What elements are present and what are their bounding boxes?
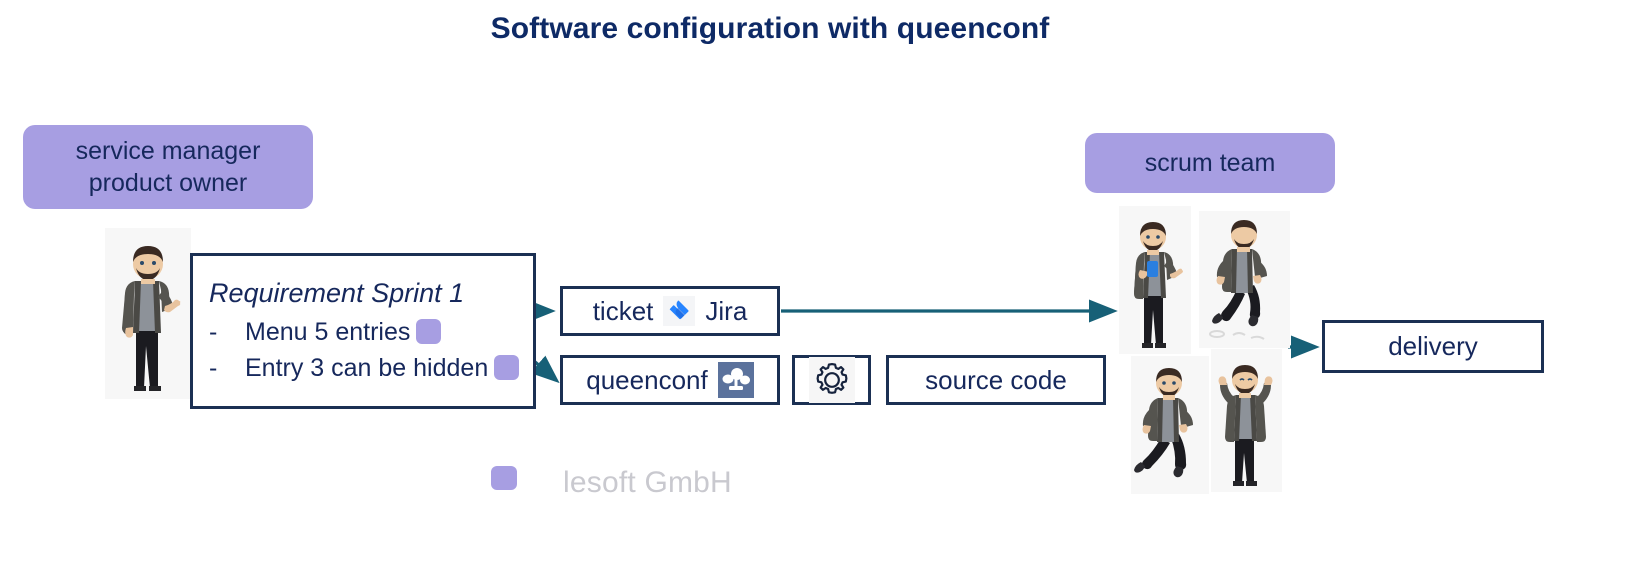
person-presenting-icon bbox=[105, 228, 191, 399]
person-holding-phone-icon bbox=[1119, 206, 1191, 354]
requirement-item-1-marker bbox=[416, 319, 442, 345]
jira-label: Jira bbox=[705, 295, 748, 326]
lesoft-logo-mark bbox=[491, 466, 517, 490]
jira-logo-icon bbox=[663, 296, 696, 326]
queenconf-logo-icon bbox=[717, 362, 754, 398]
role-service-manager-product-owner[interactable]: service manager product owner bbox=[23, 125, 313, 209]
node-queenconf[interactable]: queenconf bbox=[560, 355, 780, 405]
requirement-item-1: - Menu 5 entries bbox=[209, 314, 442, 350]
gear-icon bbox=[808, 357, 855, 403]
person-celebrating-icon bbox=[1211, 349, 1282, 492]
delivery-label: delivery bbox=[1388, 331, 1478, 361]
requirement-item-1-text: Menu 5 entries bbox=[245, 317, 411, 346]
ticket-label: ticket bbox=[592, 295, 654, 326]
requirement-item-2-dash: - bbox=[209, 353, 218, 382]
role-scrum-team[interactable]: scrum team bbox=[1085, 133, 1335, 193]
requirement-item-2: - Entry 3 can be hidden bbox=[209, 350, 520, 386]
source-code-label: source code bbox=[925, 364, 1067, 395]
requirement-item-1-dash: - bbox=[209, 317, 218, 346]
queenconf-label: queenconf bbox=[586, 364, 708, 395]
person-running-icon bbox=[1199, 211, 1290, 348]
node-configuration-gear[interactable] bbox=[792, 355, 871, 405]
footer-company-name: lesoft GmbH bbox=[563, 466, 732, 499]
requirement-card[interactable]: Requirement Sprint 1 - Menu 5 entries - … bbox=[190, 253, 536, 409]
requirement-item-2-marker bbox=[494, 355, 520, 381]
person-walking-icon bbox=[1131, 356, 1209, 494]
node-delivery[interactable]: delivery bbox=[1322, 320, 1544, 373]
requirement-heading: Requirement Sprint 1 bbox=[209, 277, 465, 308]
role-line-2: product owner bbox=[88, 169, 248, 197]
role-line-1: service manager bbox=[75, 137, 261, 165]
node-ticket-jira[interactable]: ticket Jira bbox=[560, 286, 780, 336]
page-title: Software configuration with queenconf bbox=[490, 12, 1050, 45]
role-scrum-team-label: scrum team bbox=[1144, 149, 1276, 177]
requirement-item-2-text: Entry 3 can be hidden bbox=[245, 353, 489, 382]
node-source-code[interactable]: source code bbox=[886, 355, 1106, 405]
